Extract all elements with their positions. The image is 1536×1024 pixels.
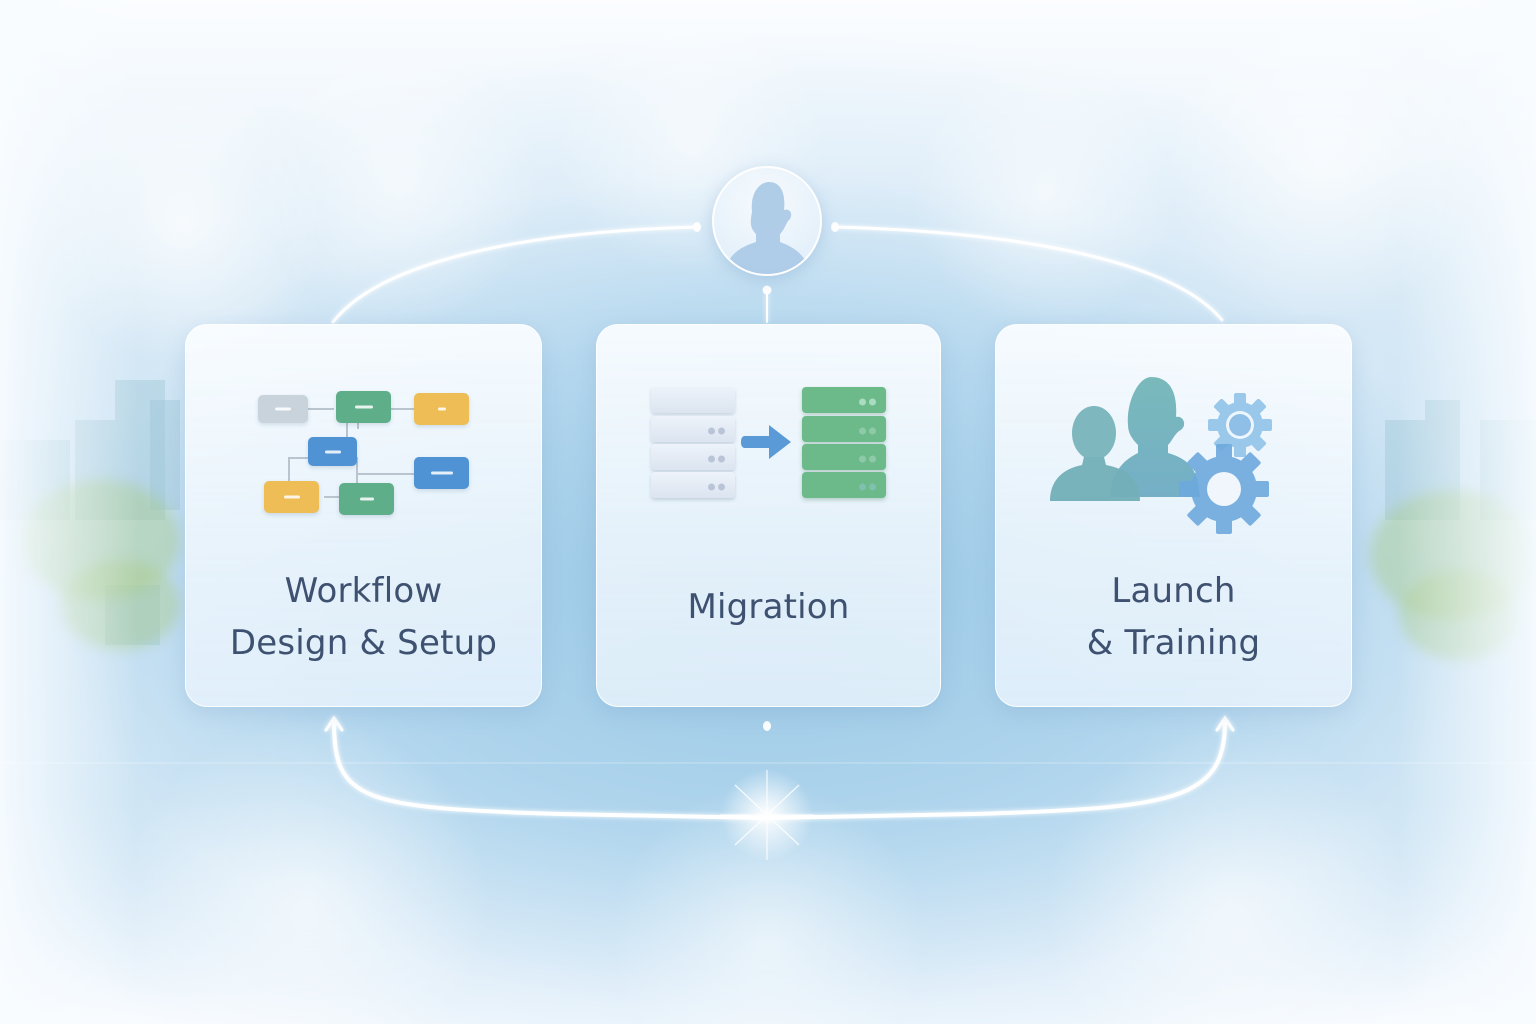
gear-icon [1208,393,1272,457]
step-card-launch-training[interactable]: Launch & Training [995,324,1352,707]
arrowhead-right [1215,715,1235,732]
users-gears-icon [1048,373,1280,538]
arrowhead-left [324,715,344,732]
workflow-flowchart-icon [256,387,476,515]
connector-arc-top-left [331,225,698,324]
gear-icon [1179,444,1269,534]
step-title: Launch & Training [1086,571,1261,663]
hub-avatar [712,166,822,276]
connector-arc-bottom [332,720,1227,821]
person-icon [724,182,810,274]
arrow-right-icon [741,425,791,459]
step-card-migration[interactable]: Migration [596,324,941,707]
connector-arc-top-right [834,225,1224,322]
step-title: Workflow Design & Setup [229,571,498,663]
person-icon [1110,377,1200,497]
server-migration-icon [649,385,893,505]
step-card-workflow[interactable]: Workflow Design & Setup [185,324,542,707]
person-icon [1050,406,1140,501]
step-title: Migration [687,587,850,627]
